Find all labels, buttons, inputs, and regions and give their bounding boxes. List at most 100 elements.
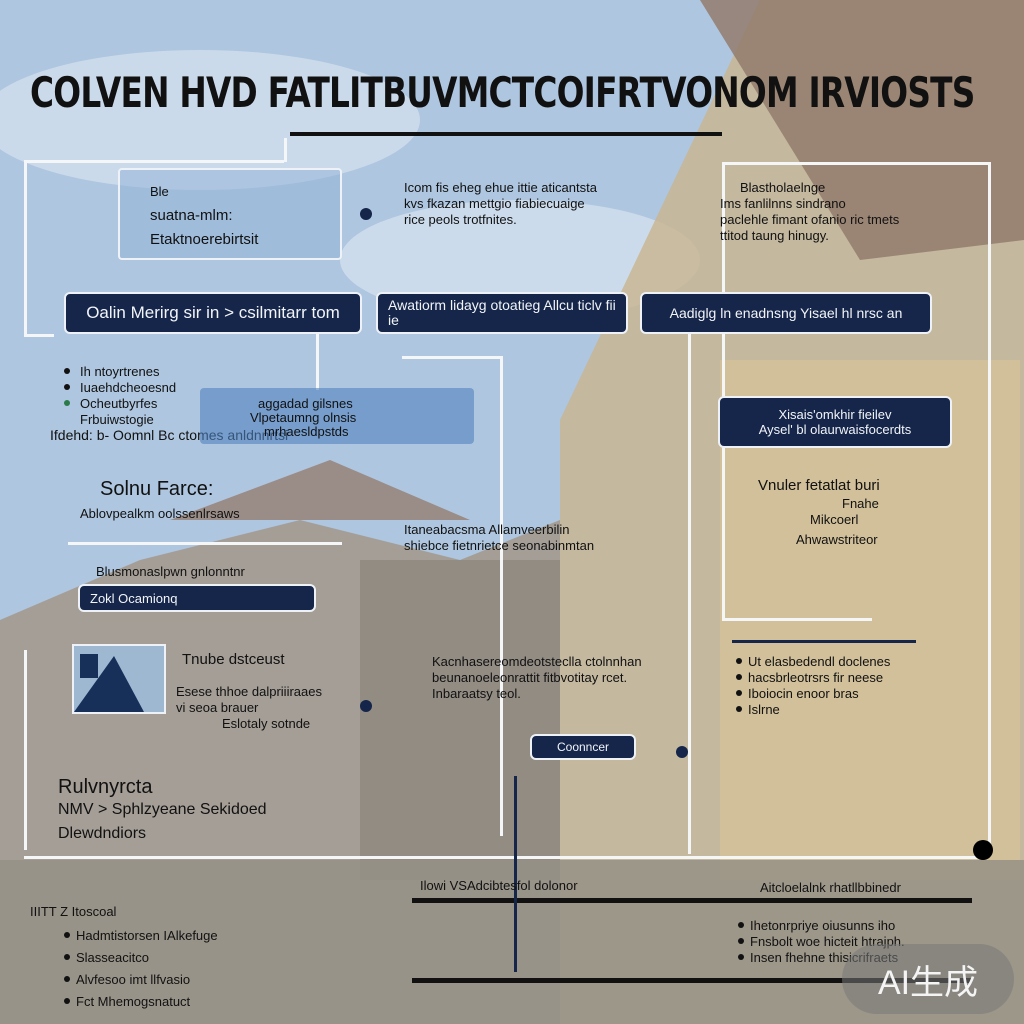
center-text3-line1: Kacnhasereomdeotsteclla ctolnnhan bbox=[432, 654, 642, 669]
bottom-left-list-item-1: Hadmtistorsen IAlkefuge bbox=[76, 928, 218, 943]
section-left-heading: Solnu Farce: bbox=[100, 478, 214, 500]
bottom-left-list-item-2: Slasseacitco bbox=[76, 950, 149, 965]
middle-text2-line1: Itaneabacsma Allamveerbilin bbox=[404, 522, 570, 537]
frame-right-connector bbox=[688, 334, 691, 854]
title-underline bbox=[290, 132, 722, 136]
image-block-line2: vi seoa brauer bbox=[176, 700, 259, 715]
top-middle-text-3: rice peols trotfnites. bbox=[404, 212, 517, 227]
list-bullet bbox=[736, 658, 742, 664]
right-section-heading: Vnuler fetatlat buri bbox=[758, 477, 880, 494]
frame-right-inner bbox=[722, 162, 725, 620]
list-bullet bbox=[738, 954, 744, 960]
bottom-right-text-2: Ihetonrpriye oiusunns iho bbox=[750, 918, 896, 933]
list-bullet bbox=[736, 674, 742, 680]
bottom-left-list-item-4: Fct Mhemogsnatuct bbox=[76, 994, 191, 1009]
frame-top-left bbox=[24, 160, 284, 163]
right-navy-node[interactable]: Xisais'omkhir fieilev Aysel' bl olaurwai… bbox=[718, 396, 952, 448]
top-left-card-line2: suatna-mlm: bbox=[150, 207, 233, 224]
bar-node-2[interactable]: Awatiorm lidayg otoatieg Allcu ticlv fii… bbox=[376, 292, 628, 334]
bottom-left-heading: Rulvnyrcta bbox=[58, 776, 153, 798]
right-list-item-2: hacsbrleotrsrs fir neese bbox=[748, 670, 884, 685]
section-left-bar[interactable]: Zokl Ocamionq bbox=[78, 584, 316, 612]
frame-mid-connector bbox=[316, 330, 319, 390]
diagram-thumbnail bbox=[72, 644, 166, 714]
connector-dot bbox=[360, 700, 372, 712]
top-right-text-1: Blastholaelnge bbox=[740, 180, 826, 195]
center-text3-line3: Inbaraatsy teol. bbox=[432, 686, 521, 701]
bottom-left-line2: NMV > Sphlzyeane Sekidoed bbox=[58, 801, 267, 818]
connector-dot bbox=[360, 208, 372, 220]
bar-node-3[interactable]: Aadiglg ln enadnsng Yisael hl nrsc an bbox=[640, 292, 932, 334]
top-right-text-2: Ims fanlilnns sindrano bbox=[720, 196, 846, 211]
middle-text2-line2: shiebce fietnrietce seonabinmtan bbox=[404, 538, 595, 553]
left-list-item-1: Ih ntoyrtrenes bbox=[80, 364, 160, 379]
top-middle-text-1: Icom fis eheg ehue ittie aticantsta bbox=[404, 180, 597, 195]
section-left-sub: Ablovpealkm oolssenlrsaws bbox=[80, 506, 240, 521]
left-list-item-2: Iuaehdcheoesnd bbox=[80, 380, 177, 395]
image-block-line1: Esese thhoe dalpriiiraaes bbox=[176, 684, 322, 699]
right-list-item-4: Islrne bbox=[748, 702, 780, 717]
top-left-card-line3: Etaktnoerebirtsit bbox=[150, 231, 259, 248]
right-navy-line2: Aysel' bl olaurwaisfocerdts bbox=[758, 422, 912, 437]
bottom-left-list-head: IIITT Z Itoscoal bbox=[30, 904, 117, 919]
top-middle-text-2: kvs fkazan mettgio fiabiecuaige bbox=[404, 196, 585, 211]
bottom-bar-line-2 bbox=[412, 978, 972, 983]
frame-bottom bbox=[24, 856, 984, 859]
frame-right-top bbox=[722, 162, 990, 165]
image-block-heading: Tnube dstceust bbox=[182, 651, 285, 668]
top-right-text-4: ttitod taung hinugy. bbox=[720, 228, 829, 243]
list-bullet bbox=[738, 938, 744, 944]
connector-bar[interactable]: Coonncer bbox=[530, 734, 636, 760]
section-left-mini: Blusmonaslpwn gnlonntnr bbox=[96, 564, 245, 579]
middle-glass-line2: Vlpetaumng olnsis bbox=[250, 410, 357, 425]
right-navy-line1: Xisais'omkhir fieilev bbox=[778, 407, 892, 422]
list-bullet bbox=[64, 384, 70, 390]
list-bullet bbox=[64, 932, 70, 938]
list-bullet bbox=[736, 706, 742, 712]
frame-left-lower bbox=[24, 650, 27, 850]
connector-dot bbox=[676, 746, 688, 758]
frame-mid-connector-3 bbox=[402, 356, 502, 359]
middle-glass-line1: aggadad gilsnes bbox=[258, 396, 353, 411]
list-bullet bbox=[64, 998, 70, 1004]
top-left-card-line1: Ble bbox=[150, 184, 169, 199]
bottom-bar-label: Ilowi VSAdcibtesfol dolonor bbox=[420, 878, 578, 893]
ai-generated-badge: AI生成 bbox=[842, 944, 1014, 1014]
bottom-bar-riser bbox=[514, 776, 517, 972]
bar-node-1[interactable]: Oalin Merirg sir in > csilmitarr tom bbox=[64, 292, 362, 334]
left-list-item-3: Ocheutbyrfes bbox=[80, 396, 158, 411]
thumbnail-image-icon bbox=[74, 646, 164, 712]
bottom-bar-line bbox=[412, 898, 972, 903]
center-text3-line2: beunanoeleonrattit fitbvotitay rcet. bbox=[432, 670, 628, 685]
top-left-card bbox=[118, 168, 342, 260]
frame-right-inner-bottom bbox=[722, 618, 872, 621]
right-section-line4: Ahwawstriteor bbox=[796, 532, 878, 547]
list-bullet bbox=[64, 368, 70, 374]
section-left-rule bbox=[68, 542, 342, 545]
top-right-text-3: paclehle fimant ofanio ric tmets bbox=[720, 212, 900, 227]
right-section-line2: Fnahe bbox=[842, 496, 879, 511]
bottom-right-text-1: Aitcloelalnk rhatllbbinedr bbox=[760, 880, 901, 895]
right-section-line3: Mikcoerl bbox=[810, 512, 859, 527]
right-list-item-3: Iboiocin enoor bras bbox=[748, 686, 859, 701]
frame-mid-connector-2 bbox=[500, 356, 503, 836]
connector-dot bbox=[973, 840, 993, 860]
list-bullet bbox=[64, 976, 70, 982]
middle-glass-panel bbox=[200, 388, 474, 444]
bottom-left-list-item-3: Alvfesoo imt llfvasio bbox=[76, 972, 191, 987]
page-title: COLVEN HVD FATLITBUVMCTCOIFRTVONOM IRVIO… bbox=[30, 68, 975, 117]
frame-right bbox=[988, 162, 991, 856]
middle-glass-line3: mrhaesldpstds bbox=[264, 424, 349, 439]
list-bullet bbox=[64, 954, 70, 960]
list-bullet bbox=[64, 400, 70, 406]
list-bullet bbox=[738, 922, 744, 928]
image-block-line3: Eslotaly sotnde bbox=[222, 716, 311, 731]
right-list-item-1: Ut elasbedendl doclenes bbox=[748, 654, 891, 669]
left-list-item-4: Frbuiwstogie bbox=[80, 412, 154, 427]
frame-top-left-riser bbox=[284, 138, 287, 162]
bottom-left-line3: Dlewdndiors bbox=[58, 825, 147, 842]
right-list-rule bbox=[732, 640, 916, 643]
list-bullet bbox=[736, 690, 742, 696]
frame-left bbox=[24, 160, 27, 336]
frame-left-step bbox=[24, 334, 54, 337]
